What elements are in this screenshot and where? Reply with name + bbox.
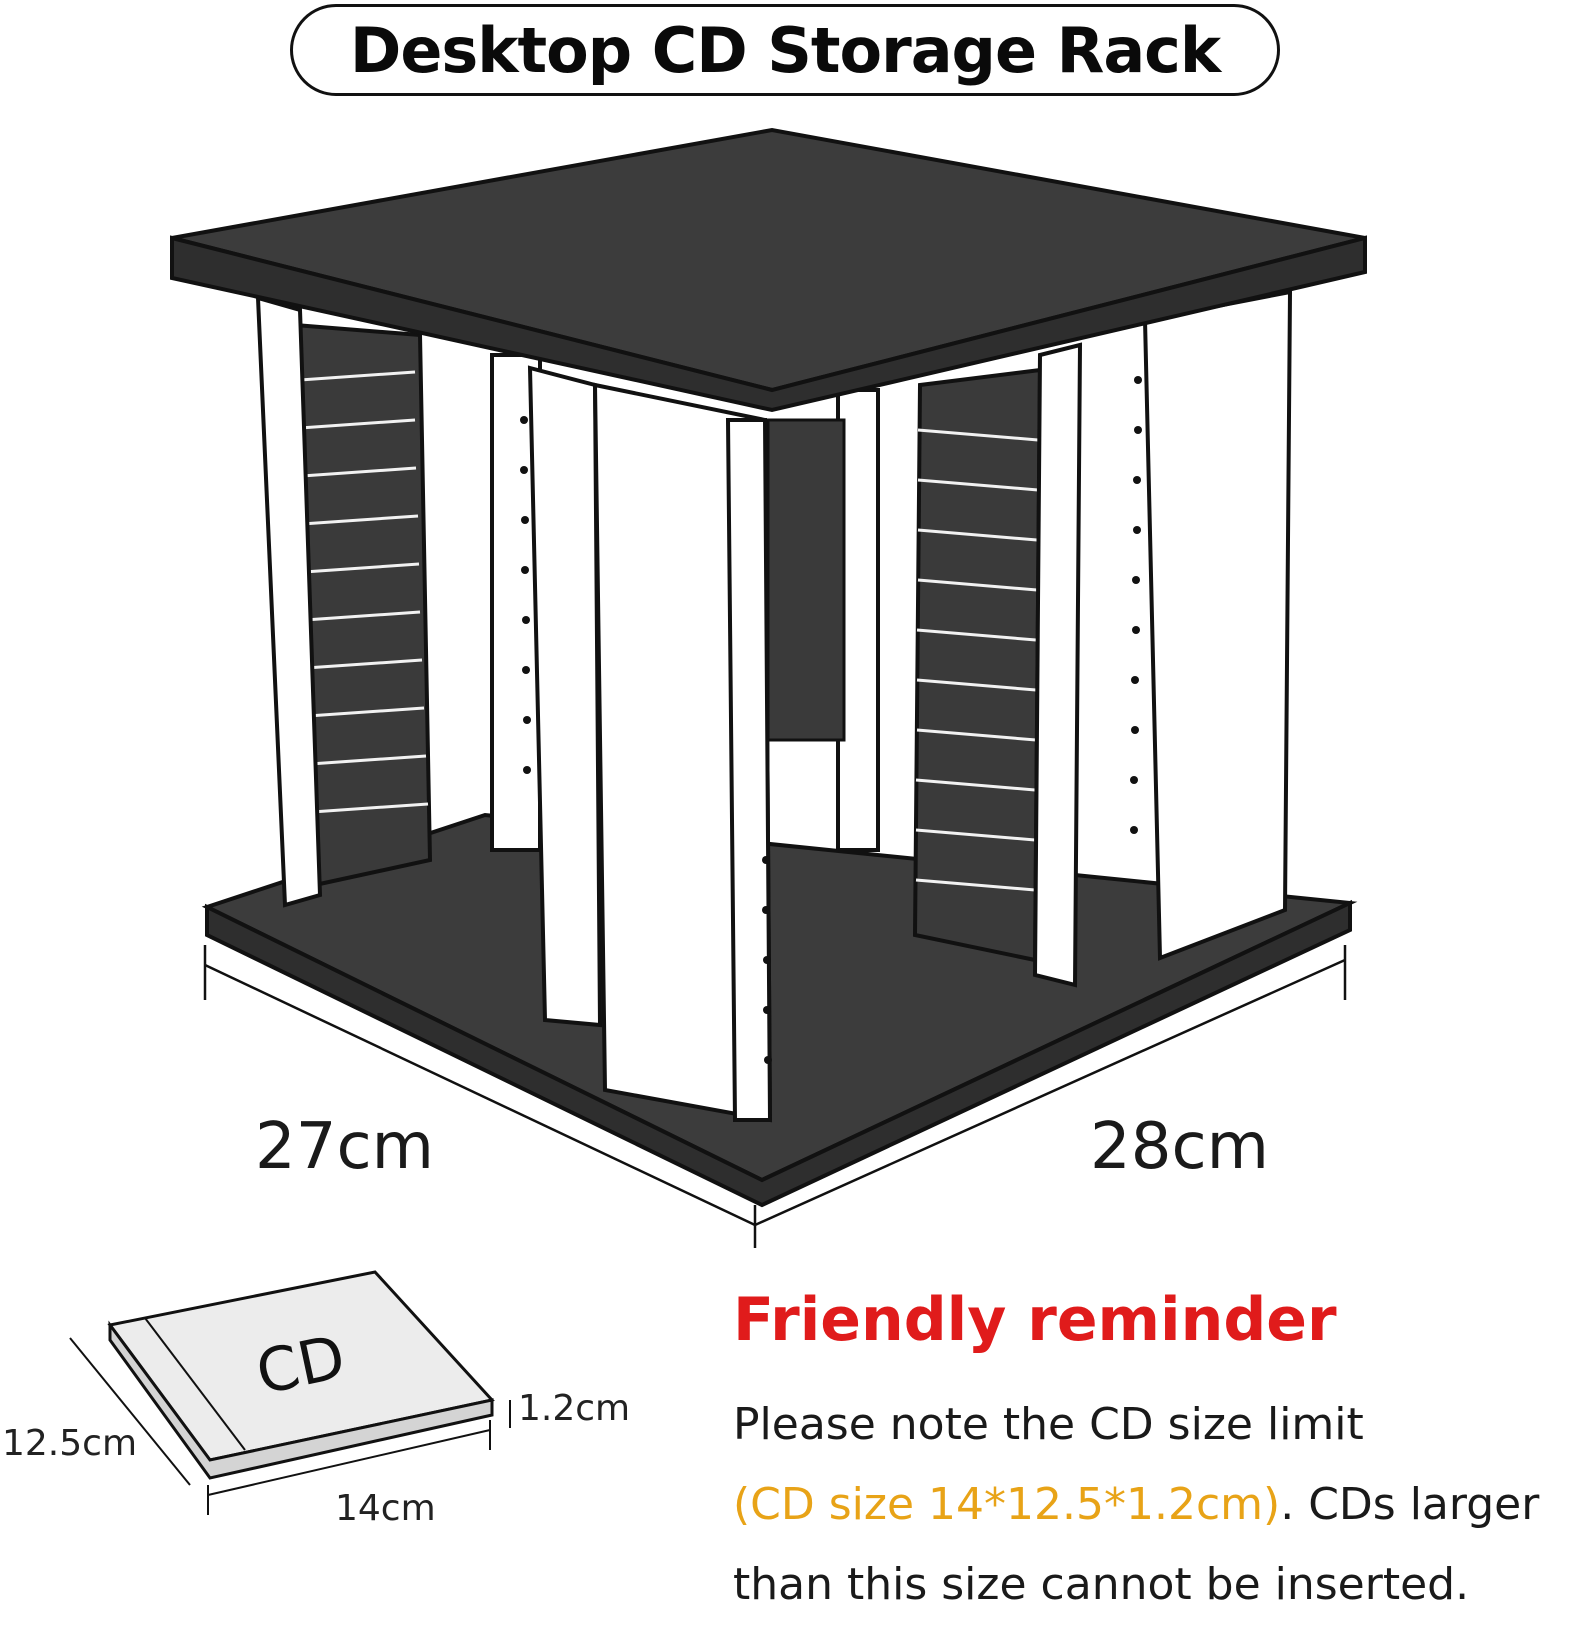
- reminder-body: Please note the CD size limit (CD size 1…: [733, 1385, 1573, 1625]
- front-pillar-left: [255, 295, 323, 908]
- right-pillar-outer: [1130, 289, 1293, 961]
- right-slot-panel: [912, 367, 1043, 963]
- cd-height-label: 12.5cm: [2, 1423, 137, 1464]
- right-pillar-inner: [1032, 342, 1083, 988]
- cd-width-label: 14cm: [335, 1488, 436, 1529]
- cd-thickness-label: 1.2cm: [518, 1388, 630, 1429]
- depth-dimension-label: 27cm: [255, 1110, 434, 1184]
- reminder-line-1: Please note the CD size limit: [733, 1399, 1364, 1450]
- cd-case: [107, 1270, 495, 1480]
- cd-case-diagram: CD 12.5cm 1.2cm 14cm: [2, 1270, 630, 1529]
- back-slot-panel: [766, 418, 846, 742]
- width-dimension-label: 28cm: [1090, 1110, 1269, 1184]
- dimension-line-width: [754, 945, 1347, 1227]
- reminder-heading: Friendly reminder: [733, 1285, 1337, 1355]
- reminder-line-2: (CD size 14*12.5*1.2cm). CDs larger: [733, 1465, 1573, 1545]
- front-pillar-center: [520, 365, 773, 1123]
- cd-size-highlight: (CD size 14*12.5*1.2cm): [733, 1479, 1281, 1530]
- cd-rack-illustration: [170, 127, 1367, 1248]
- product-title: Desktop CD Storage Rack: [290, 4, 1280, 96]
- left-slot-panel: [292, 322, 433, 888]
- top-plate: [170, 127, 1367, 413]
- reminder-line-2-rest: . CDs larger: [1280, 1479, 1540, 1530]
- dimension-line-depth: [203, 945, 757, 1248]
- reminder-line-3: than this size cannot be inserted.: [733, 1559, 1470, 1610]
